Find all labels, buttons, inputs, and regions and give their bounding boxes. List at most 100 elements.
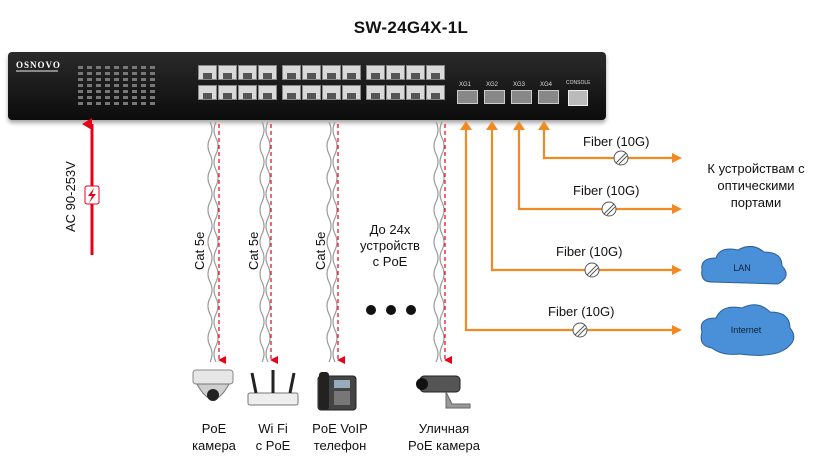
dome-camera-icon (192, 369, 234, 401)
status-led (150, 66, 155, 69)
sfp-label: XG4 (540, 82, 553, 88)
power-label: AC 90-253V (63, 161, 78, 232)
fiber-line-1 (464, 124, 682, 335)
status-led (114, 90, 119, 93)
rj45-port (342, 85, 361, 100)
rj45-port (426, 85, 445, 100)
fiber-connector-icon (572, 322, 588, 338)
status-led (114, 66, 119, 69)
rj45-port (366, 65, 385, 80)
optical-destination-label: К устройствам с оптическими портами (707, 161, 805, 210)
status-led (87, 96, 92, 99)
fiber-up-arrow (513, 121, 525, 130)
brand-logo: OSNOVO (16, 60, 61, 70)
rj45-port (342, 65, 361, 80)
rj45-port (386, 85, 405, 100)
status-led (78, 78, 83, 81)
rj45-port (426, 65, 445, 80)
status-led (123, 96, 128, 99)
fiber-label-1: Fiber (10G) (548, 304, 615, 319)
status-led (96, 102, 101, 105)
cable-4 (433, 121, 445, 363)
bullet-camera-icon (416, 375, 471, 409)
status-led (141, 102, 146, 105)
status-led (150, 78, 155, 81)
status-led (132, 72, 137, 75)
status-led (87, 66, 92, 69)
cable-2 (259, 121, 271, 363)
rj45-port (198, 85, 217, 100)
status-led (78, 72, 83, 75)
cable-label-3: Cat 5e (313, 231, 328, 270)
status-led (141, 84, 146, 87)
rj45-port (366, 85, 385, 100)
status-led (123, 78, 128, 81)
sfp-port-xg2 (484, 90, 505, 104)
rj45-port (258, 65, 277, 80)
status-led (105, 78, 110, 81)
status-led (123, 84, 128, 87)
status-led (132, 96, 137, 99)
cable-label-1: Cat 5e (192, 231, 207, 270)
fiber-up-arrow (486, 121, 498, 130)
sfp-port-xg1 (457, 90, 478, 104)
fiber-up-arrow (460, 121, 472, 130)
device-label-wifi: Wi Fi с PoE (255, 421, 291, 453)
sfp-port-bank (455, 90, 565, 108)
rj45-port (302, 65, 321, 80)
fiber-label-3: Fiber (10G) (573, 183, 640, 198)
status-led (114, 84, 119, 87)
rj45-port (406, 65, 425, 80)
status-led (105, 96, 110, 99)
status-led (78, 84, 83, 87)
rj45-port (282, 65, 301, 80)
dots-icon (366, 305, 416, 315)
rj45-port (282, 85, 301, 100)
sfp-port-xg3 (511, 90, 532, 104)
fiber-label-4: Fiber (10G) (583, 134, 650, 149)
status-led (78, 96, 83, 99)
rj45-port (238, 85, 257, 100)
status-led (141, 72, 146, 75)
status-led (96, 90, 101, 93)
fiber-line-3 (517, 124, 682, 214)
internet-label: Internet (730, 325, 762, 335)
device-label-camera: PoE камера (192, 421, 236, 453)
status-led (96, 66, 101, 69)
cable-label-2: Cat 5e (246, 231, 261, 270)
status-led (123, 102, 128, 105)
rj45-port (406, 85, 425, 100)
rj45-port (322, 65, 341, 80)
lan-label: LAN (733, 263, 751, 273)
up-to-label: До 24х устройств с PoE (360, 222, 420, 269)
cable-1 (207, 121, 219, 363)
status-led (114, 102, 119, 105)
status-led (141, 96, 146, 99)
status-led (132, 102, 137, 105)
status-led (150, 96, 155, 99)
fiber-connector-icon (601, 201, 617, 217)
internet-cloud-icon (700, 304, 795, 356)
status-led (123, 90, 128, 93)
fiber-line-2 (490, 124, 682, 275)
status-led (132, 90, 137, 93)
status-led (96, 78, 101, 81)
status-led (105, 102, 110, 105)
status-led (87, 90, 92, 93)
status-led (105, 90, 110, 93)
rj45-port (322, 85, 341, 100)
fiber-label-2: Fiber (10G) (556, 244, 623, 259)
rj45-port (302, 85, 321, 100)
rj45-port (386, 65, 405, 80)
status-led (105, 84, 110, 87)
sfp-port-xg4 (538, 90, 559, 104)
status-led (150, 72, 155, 75)
fiber-connector-icon (584, 262, 600, 278)
status-led (96, 84, 101, 87)
fiber-line-4 (542, 124, 682, 163)
status-led (96, 72, 101, 75)
console-port (568, 90, 588, 106)
status-led (78, 66, 83, 69)
rj45-port (218, 85, 237, 100)
fiber-up-arrow (538, 121, 550, 130)
